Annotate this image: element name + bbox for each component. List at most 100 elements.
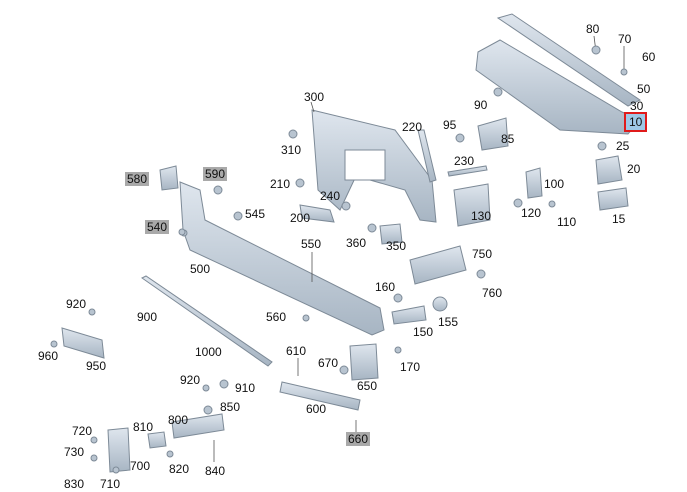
fastener-icon xyxy=(202,384,210,392)
part-label-670[interactable]: 670 xyxy=(318,356,339,370)
bracket-950-part[interactable] xyxy=(61,327,105,359)
part-label-950[interactable]: 950 xyxy=(86,359,107,373)
part-label-710[interactable]: 710 xyxy=(100,477,121,491)
part-label-85[interactable]: 85 xyxy=(501,132,515,146)
part-label-230[interactable]: 230 xyxy=(454,154,475,168)
bracket-15-part[interactable] xyxy=(597,187,629,211)
part-label-920-lower[interactable]: 920 xyxy=(180,373,201,387)
part-label-750[interactable]: 750 xyxy=(472,247,493,261)
part-label-90[interactable]: 90 xyxy=(474,98,488,112)
part-label-80[interactable]: 80 xyxy=(586,22,600,36)
part-label-160[interactable]: 160 xyxy=(375,280,396,294)
part-label-500[interactable]: 500 xyxy=(190,262,211,276)
fastener-icon xyxy=(213,185,223,195)
part-label-350[interactable]: 350 xyxy=(386,239,407,253)
fastener-icon xyxy=(50,340,58,348)
part-label-840[interactable]: 840 xyxy=(205,464,226,478)
upper-crossmember-part[interactable] xyxy=(496,13,641,107)
part-label-810[interactable]: 810 xyxy=(133,420,154,434)
part-label-760[interactable]: 760 xyxy=(482,286,503,300)
bracket-350-part[interactable] xyxy=(379,223,403,245)
part-label-130[interactable]: 130 xyxy=(471,209,492,223)
part-label-660-highlighted[interactable]: 660 xyxy=(346,432,371,446)
part-label-580-highlighted[interactable]: 580 xyxy=(125,172,150,186)
damper-155-part[interactable] xyxy=(432,296,448,312)
part-label-240[interactable]: 240 xyxy=(320,189,341,203)
part-label-600[interactable]: 600 xyxy=(306,402,327,416)
part-label-590-highlighted[interactable]: 590 xyxy=(203,167,228,181)
part-label-910[interactable]: 910 xyxy=(235,381,256,395)
part-label-310[interactable]: 310 xyxy=(281,143,302,157)
bracket-580-part[interactable] xyxy=(159,165,179,191)
part-label-1000[interactable]: 1000 xyxy=(195,345,222,359)
fastener-icon xyxy=(90,454,98,462)
part-label-100[interactable]: 100 xyxy=(544,177,565,191)
part-label-800[interactable]: 800 xyxy=(168,413,189,427)
fastener-icon xyxy=(597,141,607,151)
part-label-110[interactable]: 110 xyxy=(557,215,577,229)
part-label-820[interactable]: 820 xyxy=(169,462,190,476)
part-label-850[interactable]: 850 xyxy=(220,400,241,414)
part-label-720[interactable]: 720 xyxy=(72,424,93,438)
part-label-155[interactable]: 155 xyxy=(438,315,459,329)
bracket-150-part[interactable] xyxy=(391,305,427,325)
part-label-210[interactable]: 210 xyxy=(270,177,291,191)
bracket-200-part[interactable] xyxy=(299,204,335,223)
strip-230-part[interactable] xyxy=(447,165,488,177)
part-label-360[interactable]: 360 xyxy=(346,236,367,250)
part-label-95[interactable]: 95 xyxy=(443,118,457,132)
part-label-10-selected[interactable]: 10 xyxy=(623,112,648,132)
fastener-icon xyxy=(493,87,503,97)
bracket-20-part[interactable] xyxy=(595,155,623,185)
part-label-25[interactable]: 25 xyxy=(616,139,630,153)
part-label-120[interactable]: 120 xyxy=(521,206,542,220)
bracket-750-part[interactable] xyxy=(409,245,467,285)
trim-strip-600-part[interactable] xyxy=(279,381,361,411)
fastener-icon xyxy=(288,129,298,139)
bracket-130-part[interactable] xyxy=(453,183,491,227)
part-label-20[interactable]: 20 xyxy=(627,162,641,176)
part-label-200[interactable]: 200 xyxy=(290,211,311,225)
bracket-800-part[interactable] xyxy=(171,413,225,439)
part-label-550[interactable]: 550 xyxy=(301,237,322,251)
part-label-30[interactable]: 30 xyxy=(630,99,644,113)
part-label-70[interactable]: 70 xyxy=(618,32,632,46)
fastener-icon xyxy=(476,269,486,279)
part-label-150[interactable]: 150 xyxy=(413,325,434,339)
fastener-icon xyxy=(513,198,523,208)
part-label-540-highlighted[interactable]: 540 xyxy=(145,220,170,234)
fastener-icon xyxy=(178,228,186,236)
part-label-610[interactable]: 610 xyxy=(286,344,307,358)
part-label-170[interactable]: 170 xyxy=(400,360,421,374)
bracket-650-part[interactable] xyxy=(349,343,379,381)
part-label-560[interactable]: 560 xyxy=(266,310,287,324)
part-label-220[interactable]: 220 xyxy=(402,120,423,134)
fastener-icon xyxy=(455,133,465,143)
part-label-730[interactable]: 730 xyxy=(64,445,85,459)
part-label-50[interactable]: 50 xyxy=(637,82,651,96)
part-label-650[interactable]: 650 xyxy=(357,379,378,393)
bracket-700-part[interactable] xyxy=(107,427,131,473)
part-label-300[interactable]: 300 xyxy=(304,90,325,104)
part-label-700[interactable]: 700 xyxy=(130,459,151,473)
bracket-85-part[interactable] xyxy=(477,117,509,151)
part-label-920-upper[interactable]: 920 xyxy=(66,297,87,311)
bracket-100-part[interactable] xyxy=(525,167,543,199)
fastener-icon xyxy=(90,436,98,444)
fastener-icon xyxy=(341,201,351,211)
fastener-icon xyxy=(302,314,310,322)
bracket-810-part[interactable] xyxy=(147,431,167,449)
seal-strip-1000-part[interactable] xyxy=(141,275,273,367)
fastener-icon xyxy=(393,293,403,303)
rod-220-part[interactable] xyxy=(417,129,437,183)
part-label-60[interactable]: 60 xyxy=(642,50,656,64)
part-label-960[interactable]: 960 xyxy=(38,349,59,363)
fastener-icon xyxy=(166,450,174,458)
bumper-reinforcement-part[interactable] xyxy=(179,181,385,336)
fastener-icon xyxy=(339,365,349,375)
part-label-830[interactable]: 830 xyxy=(64,477,85,491)
part-label-15[interactable]: 15 xyxy=(612,212,626,226)
part-label-900[interactable]: 900 xyxy=(137,310,158,324)
part-label-545[interactable]: 545 xyxy=(245,207,266,221)
